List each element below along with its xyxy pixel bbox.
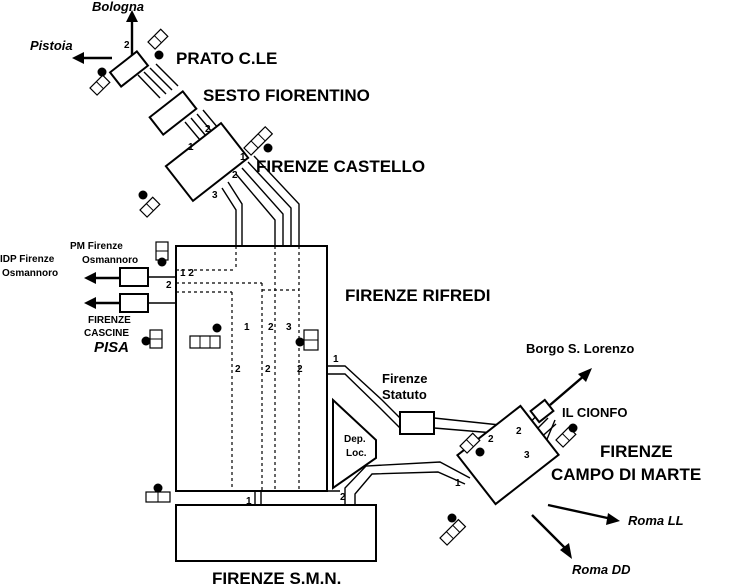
track-number: 1	[188, 142, 194, 153]
station-castello: FIRENZE CASTELLO	[256, 157, 425, 176]
cascine-box	[119, 293, 149, 313]
statuto-box	[399, 411, 435, 435]
signal-icon	[154, 50, 164, 60]
borgo-arrow	[549, 368, 592, 406]
signal-icon	[439, 518, 467, 546]
track-number: 1	[455, 478, 461, 489]
destination-roma-dd: Roma DD	[572, 562, 631, 577]
signal-icon	[138, 190, 148, 200]
station-statuto-line1: Firenze	[382, 371, 428, 386]
station-campo-marte-line2: CAMPO DI MARTE	[551, 465, 701, 484]
osmannoro-arrow	[84, 272, 120, 284]
signal-icon	[568, 423, 578, 433]
track-number: 2	[166, 280, 172, 291]
signal-icon	[139, 196, 161, 218]
signal-icon	[475, 447, 485, 457]
track-number: 2	[265, 364, 271, 375]
track-number: 3	[212, 190, 218, 201]
track-number: 2	[488, 434, 494, 445]
signal-icon	[97, 67, 107, 77]
track-number: 2	[124, 40, 130, 51]
northern-tracks	[137, 63, 300, 246]
depot-label-line1: Dep.	[344, 434, 366, 445]
signal-icon	[447, 513, 457, 523]
destination-pistoia: Pistoia	[30, 38, 73, 53]
signal-icon	[459, 432, 481, 454]
idp-osmannoro-line1: IDP Firenze	[0, 254, 55, 265]
cascine-arrow	[84, 297, 120, 309]
rifredi-internal-tracks	[176, 246, 300, 491]
destination-bologna: Bologna	[92, 0, 144, 14]
cionfo-box	[529, 398, 555, 424]
track-number: 2	[516, 426, 522, 437]
signal-icon	[295, 329, 319, 351]
station-smn: FIRENZE S.M.N.	[212, 569, 341, 586]
signal-icon	[145, 483, 171, 503]
smn-station-box	[175, 504, 377, 562]
station-campo-marte-line1: FIRENZE	[600, 442, 673, 461]
signal-icon	[155, 241, 169, 267]
destination-borgo: Borgo S. Lorenzo	[526, 341, 634, 356]
track-number: 2	[235, 364, 241, 375]
signal-icon	[263, 143, 273, 153]
station-cionfo: IL CIONFO	[562, 405, 627, 420]
pm-osmannoro-line2: Osmannoro	[82, 255, 138, 266]
track-number: 1	[240, 152, 246, 163]
track-number: 1	[246, 496, 252, 507]
track-number: 1	[244, 322, 250, 333]
idp-osmannoro-line2: Osmannoro	[2, 268, 58, 279]
osmannoro-box	[119, 267, 149, 287]
track-number: 2	[340, 492, 346, 503]
signal-icon	[189, 323, 222, 349]
depot-label-line2: Loc.	[346, 448, 367, 459]
eastern-tracks	[327, 365, 557, 505]
campo-marte-box	[455, 404, 561, 506]
rifredi-station-box	[175, 245, 328, 492]
signal-icon	[141, 329, 163, 349]
prato-junction	[108, 50, 150, 88]
pm-osmannoro-line1: PM Firenze	[70, 241, 123, 252]
sesto-junction	[148, 89, 198, 137]
castello-junction	[164, 121, 250, 203]
signal-icon	[243, 125, 274, 156]
track-number: 2	[297, 364, 303, 375]
track-number: 2	[232, 170, 238, 181]
depot-loc	[332, 397, 377, 490]
rifredi-smn-tracks	[230, 490, 340, 505]
roma-ll-arrow	[547, 503, 620, 525]
station-statuto-line2: Statuto	[382, 387, 427, 402]
destination-pisa: PISA	[94, 339, 129, 356]
track-number: 3	[524, 450, 530, 461]
destination-roma-ll: Roma LL	[628, 513, 684, 528]
station-sesto: SESTO FIORENTINO	[203, 86, 370, 105]
track-number: 1	[333, 354, 339, 365]
station-prato: PRATO C.LE	[176, 49, 277, 68]
cascine-line2: CASCINE	[84, 328, 129, 339]
pistoia-arrow	[72, 52, 112, 64]
track-number: 1 2	[180, 268, 194, 279]
bologna-arrow	[126, 10, 138, 58]
roma-dd-arrow	[531, 514, 572, 559]
signal-icon	[89, 74, 111, 96]
station-rifredi: FIRENZE RIFREDI	[345, 286, 490, 305]
signal-icon	[147, 28, 169, 50]
track-number: 2	[205, 124, 211, 135]
track-number: 2	[268, 322, 274, 333]
track-number: 3	[286, 322, 292, 333]
cascine-line1: FIRENZE	[88, 315, 131, 326]
